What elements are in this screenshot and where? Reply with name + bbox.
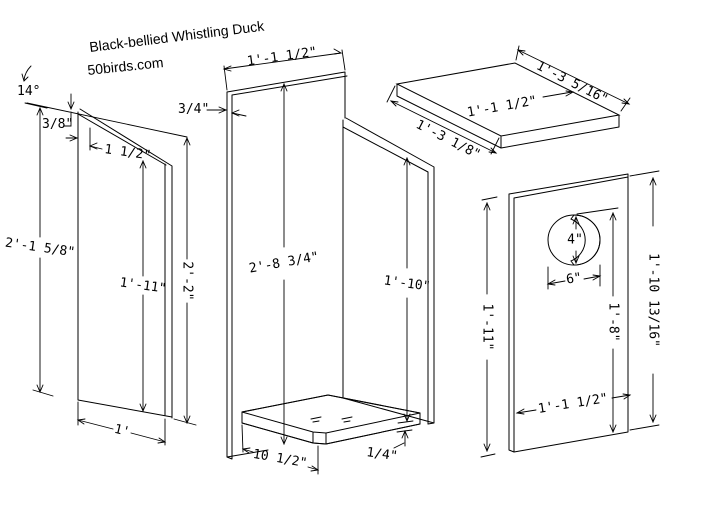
roof-dimension-lines	[386, 45, 631, 155]
dim-front-width: 1'-1 1/2"	[537, 391, 609, 417]
dim-side-inner-height: 1'-11"	[119, 275, 168, 296]
dim-back-width: 1'-1 1/2"	[246, 45, 318, 70]
side-panel-assembly-outline	[342, 117, 435, 425]
assembly-arrowheads	[218, 48, 411, 472]
roof-view: 1'-3 5/16" 1'-3 1/8" 1'-1 1/2"	[386, 45, 631, 163]
dim-front-right-height: 1'-10 13/16"	[646, 253, 661, 347]
dim-roof-right-edge: 1'-3 5/16"	[534, 59, 611, 108]
page-title: Black-bellied Whistling Duck	[88, 18, 265, 55]
entrance-hole-cut-edge	[570, 214, 601, 266]
dim-roof-angle: 14°	[17, 84, 40, 99]
floor-board-outline	[241, 394, 421, 445]
dim-floor-recess: 1/4"	[365, 445, 398, 464]
dim-board-thickness: 3/4"	[178, 102, 209, 117]
side-panel-view: 14° 3/8" 1 1/2" 2'-1 5/8" 1'-11" 2'-2" 1…	[4, 65, 197, 446]
dim-hole-to-bottom: 1'-8"	[606, 302, 621, 341]
dim-roof-left-edge: 1'-3 1/8"	[413, 117, 483, 162]
dim-hole-height: 4"	[567, 233, 583, 248]
dim-front-left-height: 1'-11"	[480, 304, 495, 351]
dim-hole-width: 6"	[565, 270, 583, 287]
dim-side-depth: 1'	[113, 422, 132, 440]
dim-roof-edge: 3/8"	[42, 117, 73, 132]
dim-side-height: 1'-10"	[383, 273, 432, 294]
back-panel-outline	[226, 71, 348, 460]
dim-floor-width: 10 1/2"	[252, 447, 309, 471]
dim-back-height: 2'-8 3/4"	[248, 249, 320, 276]
roof-board-outline	[395, 62, 621, 149]
front-dimension-lines	[480, 170, 660, 458]
dim-setback: 1 1/2"	[103, 142, 152, 163]
assembly-dimension-lines	[206, 49, 414, 475]
front-panel-view: 4" 6" 1'-11" 1'-8" 1'-10 13/16" 1'-1 1/2…	[480, 170, 661, 458]
front-arrowheads	[483, 176, 657, 453]
front-panel-outline	[508, 173, 629, 453]
dim-side-front-height: 2'-1 5/8"	[4, 236, 76, 261]
assembly-view: 1'-1 1/2" 3/4" 2'-8 3/4" 1'-10" 10 1/2" …	[178, 45, 435, 475]
side-panel-dimension-lines	[24, 93, 197, 446]
side-panel-outline	[77, 108, 173, 419]
site-name: 50birds.com	[87, 54, 165, 78]
side-panel-arrowheads	[21, 65, 191, 444]
dim-roof-width: 1'-1 1/2"	[466, 93, 538, 120]
roof-arrowheads	[389, 49, 631, 154]
dim-side-back-height: 2'-2"	[180, 261, 195, 300]
